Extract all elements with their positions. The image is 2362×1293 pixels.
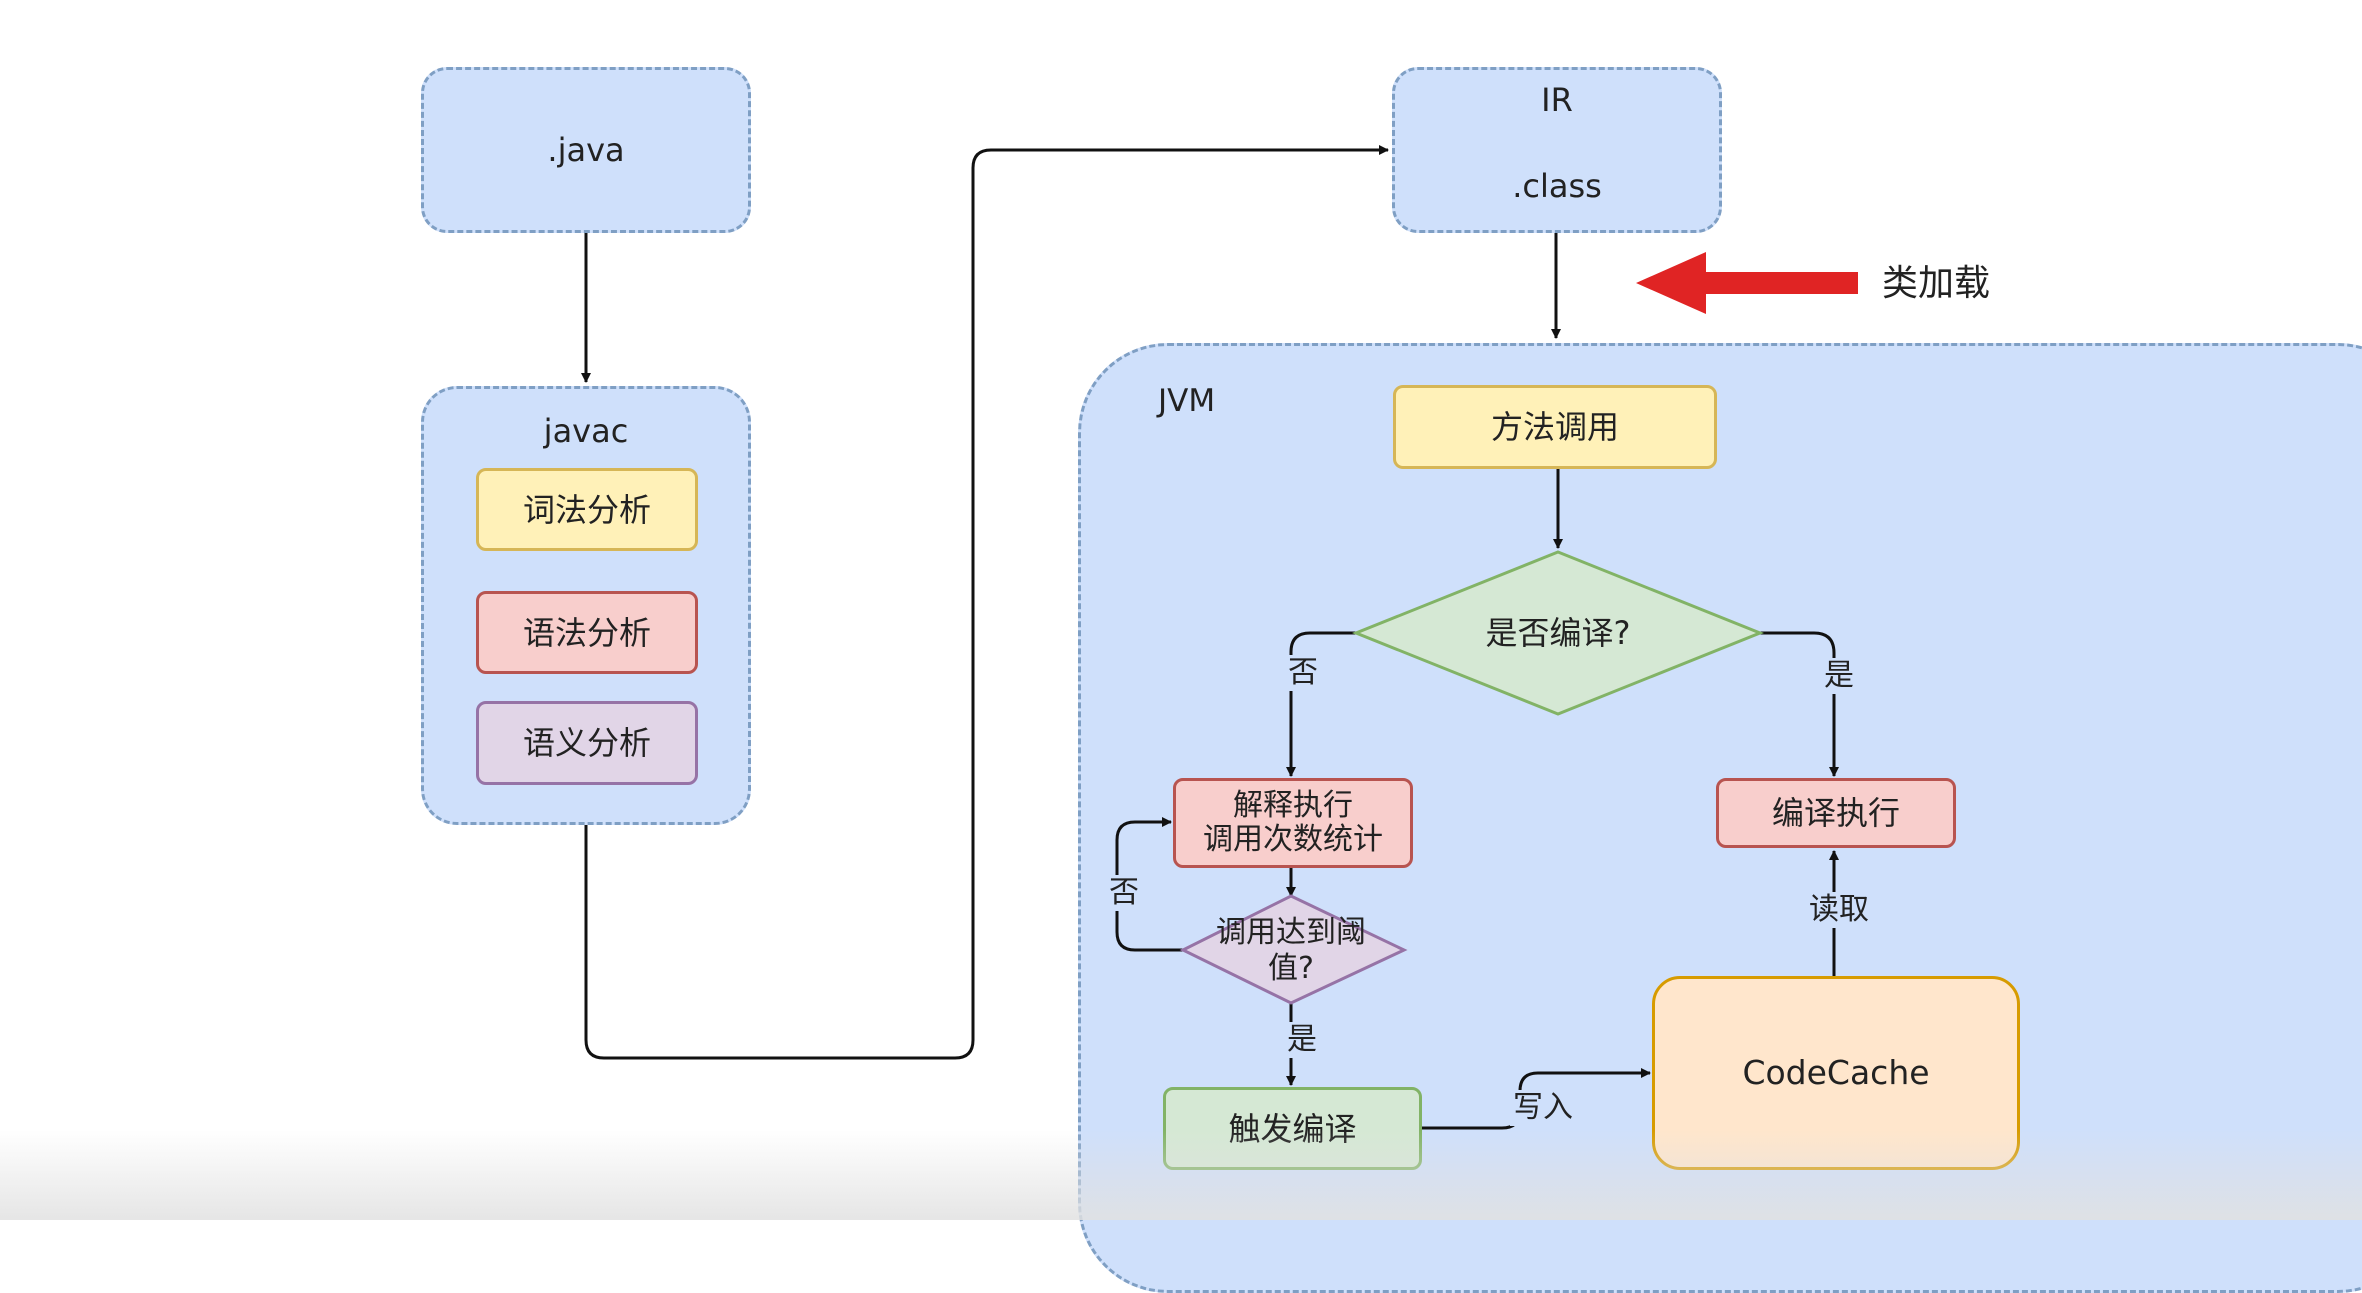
- jvm-label: JVM: [1158, 383, 1216, 419]
- syntax-analysis-node: 语法分析: [476, 591, 698, 674]
- java-source-node: .java: [421, 67, 751, 233]
- class-loading-arrow: [1636, 252, 1858, 314]
- interpret-line1-text: 解释执行: [1233, 787, 1353, 823]
- compile-exec-node: 编译执行: [1716, 778, 1956, 848]
- edge-label-yes-down: 是: [1284, 1022, 1320, 1058]
- ir-class-node: IR .class: [1392, 67, 1722, 233]
- interpret-line2-text: 调用次数统计: [1203, 822, 1383, 857]
- method-call-text: 方法调用: [1490, 408, 1619, 446]
- threshold-line2-text: 值?: [1268, 951, 1314, 986]
- interpret-exec-node: 解释执行 调用次数统计: [1173, 778, 1413, 868]
- edge-label-write: 写入: [1510, 1090, 1576, 1126]
- edge-label-no-loop: 否: [1106, 875, 1142, 911]
- class-loading-label: 类加载: [1882, 263, 1991, 304]
- lexical-analysis-text: 词法分析: [522, 490, 651, 529]
- edge-label-yes-right: 是: [1821, 658, 1857, 694]
- edge-label-no-left: 否: [1285, 655, 1321, 691]
- compiled-decision-text: 是否编译?: [1485, 614, 1631, 652]
- method-call-node: 方法调用: [1393, 385, 1717, 469]
- ir-text: IR: [1541, 81, 1573, 119]
- compile-exec-text: 编译执行: [1771, 794, 1900, 832]
- compiled-decision-diamond: [1351, 550, 1765, 716]
- threshold-decision-diamond: [1179, 894, 1408, 1005]
- bottom-fade-overlay: [0, 1130, 2362, 1220]
- compiled-decision-label: 是否编译?: [1400, 606, 1716, 660]
- edge-javac-to-ir: [584, 145, 1389, 1060]
- threshold-line1-text: 调用达到阈: [1216, 915, 1366, 950]
- edge-label-read: 读取: [1806, 892, 1872, 928]
- java-source-text: .java: [547, 131, 625, 169]
- edge-decision-no: [1286, 631, 1360, 777]
- semantic-analysis-text: 语义分析: [522, 724, 651, 762]
- threshold-decision-label: 调用达到阈 值?: [1196, 906, 1386, 996]
- code-cache-text: CodeCache: [1742, 1053, 1930, 1093]
- edges-layer: [581, 145, 1858, 1130]
- class-text: .class: [1512, 167, 1602, 205]
- semantic-analysis-node: 语义分析: [476, 701, 698, 785]
- javac-label: javac: [543, 412, 629, 450]
- edge-decision-yes: [1760, 631, 1839, 777]
- syntax-analysis-text: 语法分析: [522, 613, 651, 652]
- flowchart-canvas: JVM .java IR .class javac 词法分析 语法分析 语义分析: [0, 67, 2362, 1293]
- lexical-analysis-node: 词法分析: [476, 468, 698, 551]
